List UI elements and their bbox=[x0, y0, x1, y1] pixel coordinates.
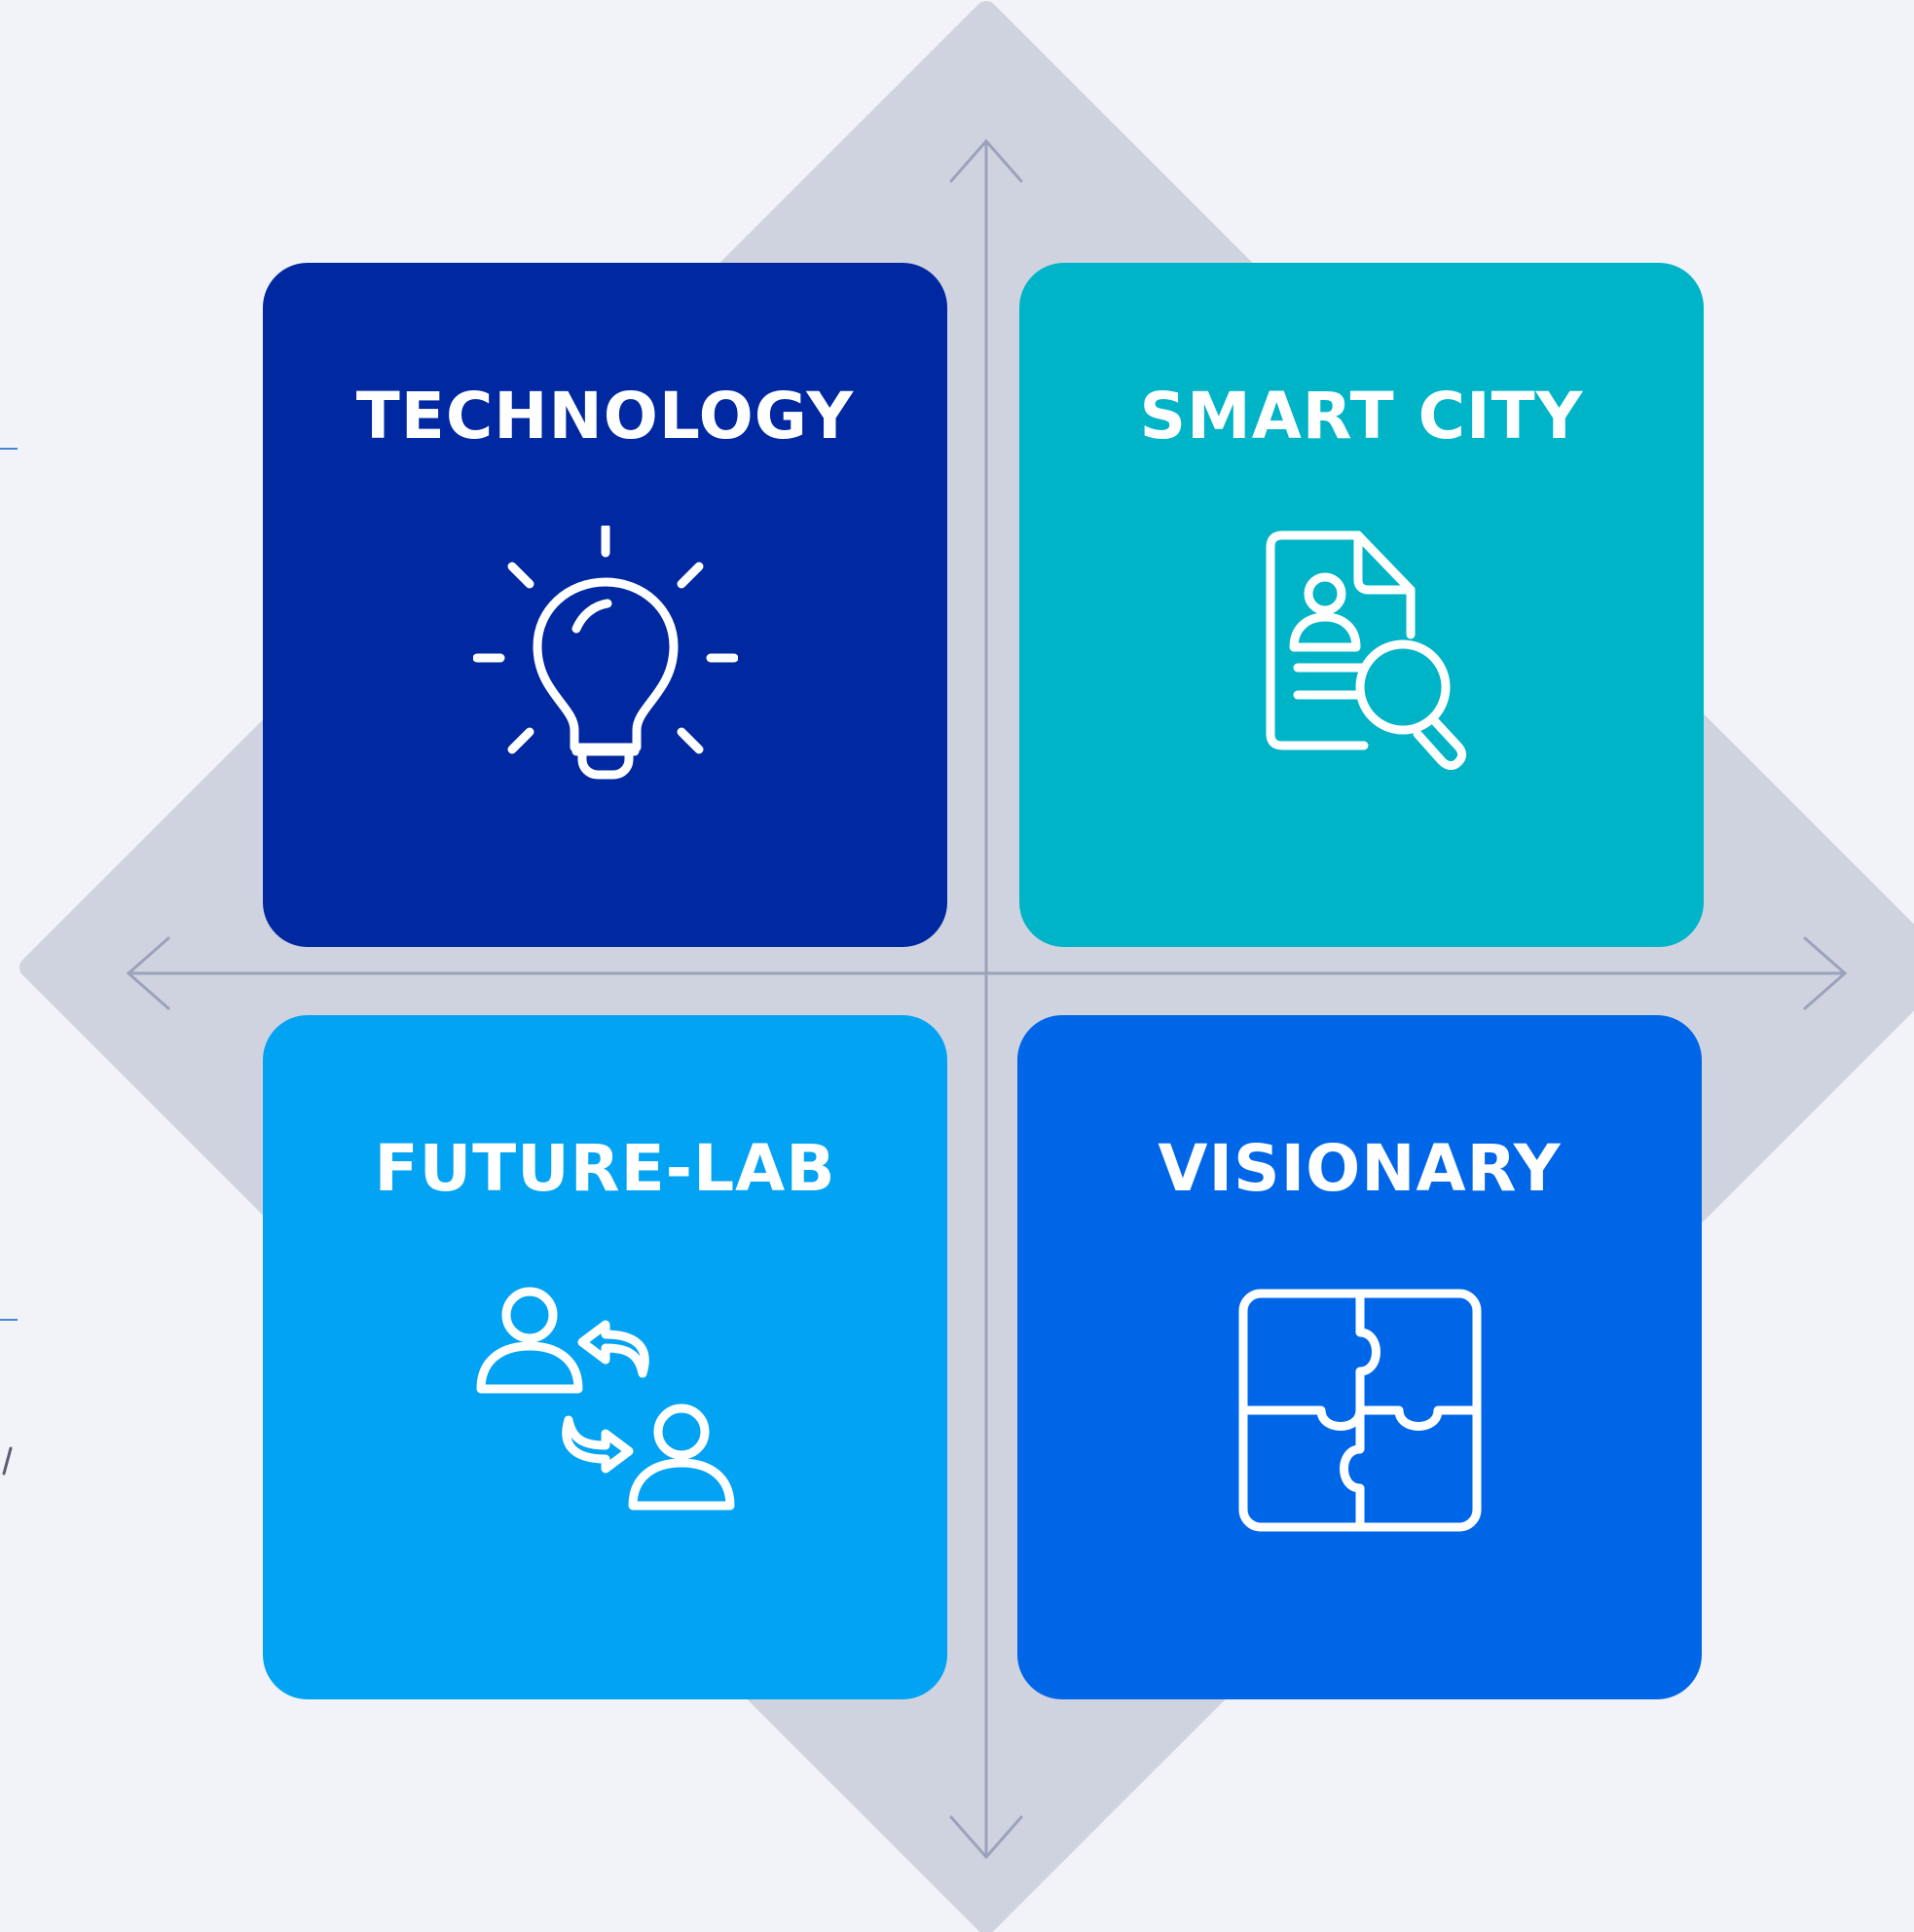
puzzle-icon bbox=[1238, 1289, 1482, 1532]
axis-arrow-up-icon bbox=[949, 138, 1023, 183]
axis-arrow-right-icon bbox=[1803, 936, 1848, 1010]
horizontal-axis bbox=[126, 936, 1848, 1010]
quadrant-card-visionary: VISIONARY bbox=[1017, 1015, 1702, 1699]
document-search-icon bbox=[1266, 530, 1467, 771]
lightbulb-icon bbox=[473, 526, 738, 780]
quadrant-title-visionary: VISIONARY bbox=[1158, 1131, 1562, 1206]
left-edge-slash-mark bbox=[2, 1446, 13, 1476]
quadrant-card-future-lab: FUTURE-LAB bbox=[263, 1015, 947, 1699]
quadrant-title-technology: TECHNOLOGY bbox=[355, 379, 855, 454]
axis-arrow-down-icon bbox=[949, 1815, 1023, 1860]
left-edge-line-mark bbox=[0, 1319, 18, 1321]
quadrant-title-future-lab: FUTURE-LAB bbox=[374, 1131, 836, 1206]
left-edge-line-mark bbox=[0, 448, 18, 450]
quadrant-title-smart-city: SMART CITY bbox=[1139, 379, 1584, 454]
people-exchange-icon bbox=[476, 1287, 735, 1511]
vertical-axis bbox=[949, 138, 1023, 1860]
quadrant-card-technology: TECHNOLOGY bbox=[263, 263, 947, 947]
quadrant-card-smart-city: SMART CITY bbox=[1019, 263, 1704, 947]
axis-arrow-left-icon bbox=[126, 936, 170, 1010]
